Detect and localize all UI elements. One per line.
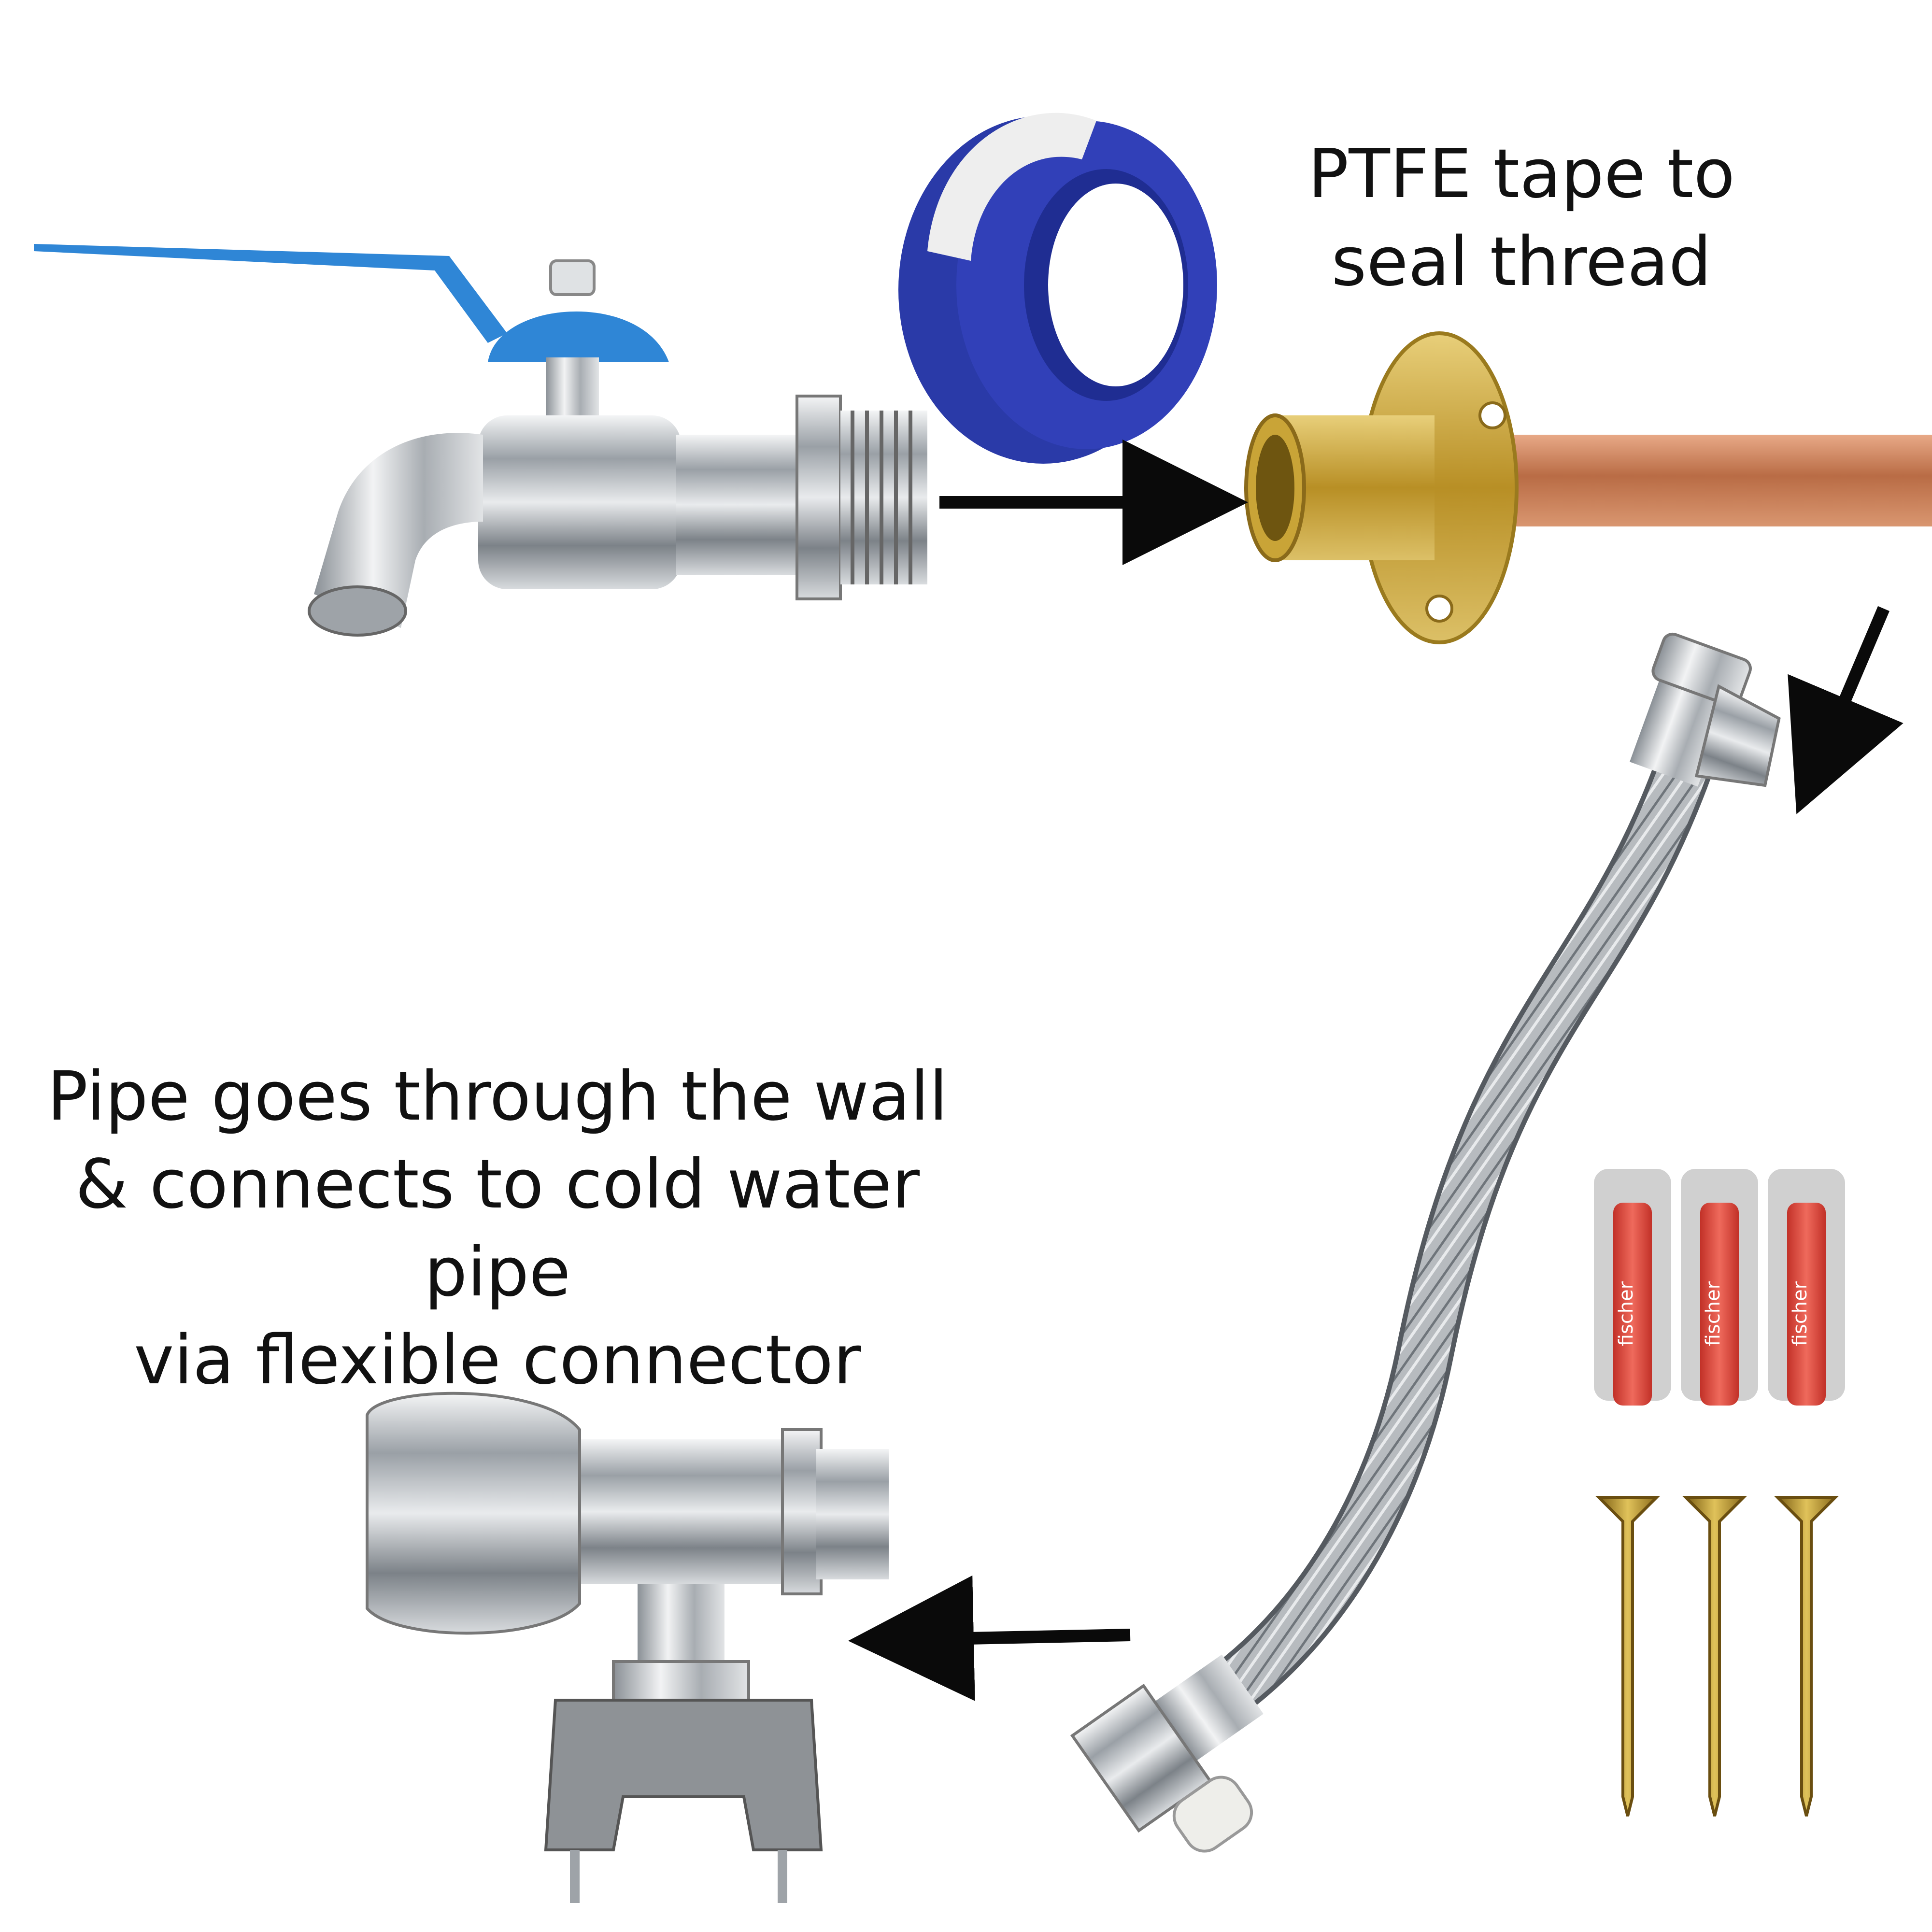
wall-plug-brand: fischer [1615,1281,1637,1346]
pipe-caption-line: Pipe goes through the wall [47,1057,948,1136]
screw-icon [1595,1496,1839,1817]
copper-pipe-icon [1497,435,1932,526]
ptfe-caption-line: PTFE tape to [1307,135,1735,213]
wall-plug-brand: fischer [1789,1281,1811,1346]
arrow-icon [848,1575,1131,1701]
wall-plug-icon [1594,1169,1845,1406]
arrow-icon [1788,606,1904,814]
pipe-caption: Pipe goes through the wall & connects to… [19,1053,976,1405]
wall-plug-brand: fischer [1702,1281,1724,1346]
ptfe-tape-icon [898,113,1217,464]
tee-valve-icon [366,1392,889,1903]
flexible-connector-icon [1070,632,1781,1853]
ptfe-caption-line: seal thread [1331,223,1712,301]
pipe-caption-line: via flexible connector [134,1321,861,1400]
pipe-caption-line: & connects to cold water pipe [75,1145,920,1312]
ptfe-caption: PTFE tape to seal thread [1280,130,1763,306]
bib-tap-icon [34,244,927,637]
wall-plate-elbow-icon [1244,331,1932,644]
